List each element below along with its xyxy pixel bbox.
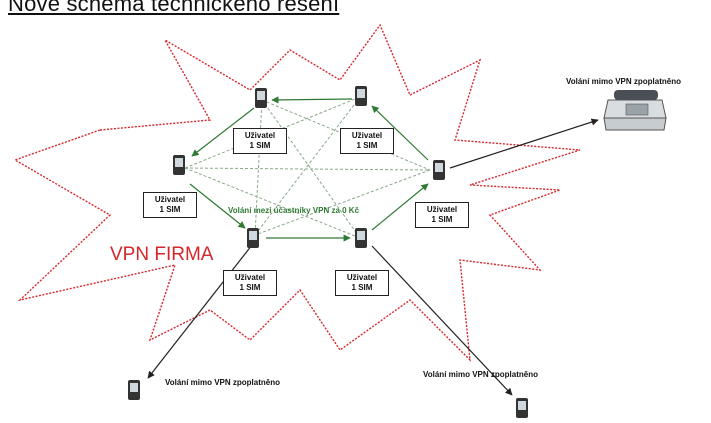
mobile-phone-icon (128, 380, 140, 400)
mobile-phone-icon (173, 155, 185, 175)
mobile-phone-icon (247, 228, 259, 248)
mobile-phone-icon (355, 228, 367, 248)
mobile-phone-icon (355, 86, 367, 106)
user-link-arrows (189, 96, 429, 242)
external-call-label: Volání mimo VPN zpoplatněno (423, 370, 538, 379)
external-call-label: Volání mimo VPN zpoplatněno (566, 77, 681, 86)
external-call-label: Volání mimo VPN zpoplatněno (165, 378, 280, 387)
vpn-boundary (13, 23, 581, 362)
page-title: Nové schéma technického řešení (8, 0, 340, 16)
mobile-phone-icon (255, 88, 267, 108)
mobile-phone-icon (516, 398, 528, 418)
external-call-arrows (147, 118, 599, 396)
desk-phone-icon (603, 90, 667, 131)
free-calls-label: Volání mezi účastníky VPN za 0 Kč (228, 206, 360, 215)
internal-links (184, 96, 431, 239)
vpn-company-label: VPN FIRMA (110, 244, 214, 265)
mobile-phone-icon (433, 160, 445, 180)
